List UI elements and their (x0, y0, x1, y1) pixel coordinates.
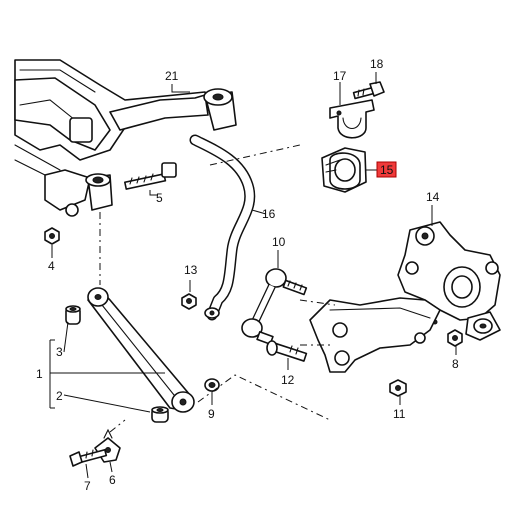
assembly-line-b (299, 299, 336, 306)
callout-6: 6 (109, 473, 116, 487)
callout-15-highlight: 15 (376, 161, 397, 178)
washer-9 (204, 378, 220, 392)
bolt-18 (352, 81, 385, 100)
callout-15-box (376, 161, 397, 178)
callout-1: 1 (36, 367, 43, 381)
callout-4: 4 (48, 259, 55, 273)
bolt-5 (124, 162, 177, 190)
nut-11 (389, 379, 407, 397)
bolt-7 (69, 448, 108, 467)
callout-11: 11 (393, 407, 406, 421)
callout-5: 5 (156, 191, 163, 205)
coupling-rod-10 (241, 268, 308, 345)
callout-8: 8 (452, 357, 459, 371)
bolt-12 (266, 340, 308, 362)
assembly-line-e (109, 419, 126, 433)
callout-13: 13 (184, 263, 198, 277)
nut-8 (447, 329, 463, 347)
callout-9: 9 (208, 407, 215, 421)
callout-3: 3 (56, 345, 63, 359)
leader-lines (49, 72, 457, 479)
bushing-2 (151, 406, 169, 423)
stabilizer-bar-16 (189, 134, 256, 321)
nut-4 (44, 227, 60, 245)
callout-14: 14 (426, 190, 440, 204)
callout-2: 2 (56, 389, 63, 403)
callout-21: 21 (165, 69, 179, 83)
lateral-link-1 (87, 287, 195, 413)
clamp-17 (329, 99, 375, 139)
bushing-15 (321, 147, 367, 193)
lower-arm (309, 297, 441, 373)
wheel-bearing-housing-14 (397, 221, 501, 341)
callouts: 21 5 4 16 13 17 18 14 10 12 8 11 9 6 7 1… (36, 57, 459, 493)
callout-15: 15 (380, 163, 394, 177)
callout-17: 17 (333, 69, 347, 83)
bracket-21 (109, 88, 237, 131)
bushing-3 (65, 305, 81, 325)
assembly-line-a (209, 144, 301, 166)
nut-13 (181, 293, 197, 310)
callout-10: 10 (272, 235, 286, 249)
callout-12: 12 (281, 373, 295, 387)
callout-16: 16 (262, 207, 276, 221)
callout-7: 7 (84, 479, 91, 493)
callout-18: 18 (370, 57, 384, 71)
assembly-line-c (197, 374, 331, 421)
subframe-bushing (85, 173, 113, 211)
subframe (14, 59, 211, 217)
